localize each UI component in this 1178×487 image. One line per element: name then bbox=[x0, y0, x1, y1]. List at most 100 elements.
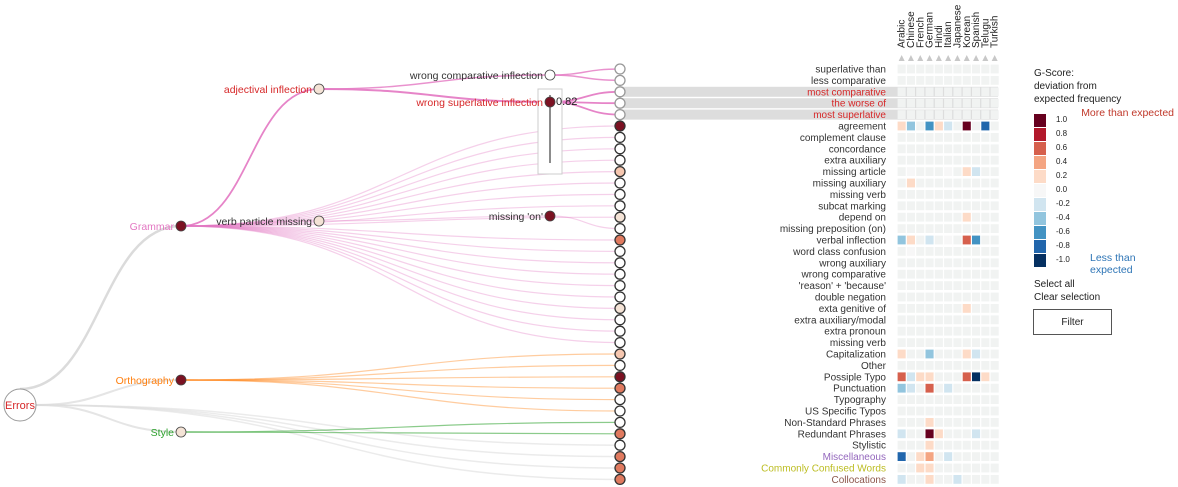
heatmap-cell[interactable] bbox=[953, 406, 962, 416]
heatmap-cell[interactable] bbox=[944, 292, 953, 302]
language-header[interactable]: Hindi bbox=[934, 25, 945, 48]
adjectival-inflection-node[interactable] bbox=[313, 83, 325, 95]
heatmap-cell[interactable] bbox=[972, 224, 981, 233]
row-label[interactable]: extra auxiliary bbox=[824, 156, 886, 167]
heatmap-cell[interactable] bbox=[906, 258, 915, 268]
heatmap-cell[interactable] bbox=[925, 201, 934, 211]
heatmap-cell[interactable] bbox=[925, 304, 934, 313]
leaf-node[interactable] bbox=[614, 428, 626, 440]
heatmap-cell[interactable] bbox=[981, 418, 990, 427]
heatmap-cell[interactable] bbox=[981, 315, 990, 325]
sort-triangle-icon[interactable] bbox=[917, 55, 924, 61]
heatmap-cell[interactable] bbox=[962, 338, 971, 347]
heatmap-cell[interactable] bbox=[934, 224, 943, 233]
heatmap-cell[interactable] bbox=[981, 395, 990, 404]
heatmap-cell[interactable] bbox=[916, 418, 925, 427]
heatmap-cell[interactable] bbox=[897, 383, 906, 393]
heatmap-cell[interactable] bbox=[906, 212, 915, 222]
heatmap-cell[interactable] bbox=[953, 361, 962, 370]
heatmap-cell[interactable] bbox=[925, 406, 934, 416]
heatmap-cell[interactable] bbox=[897, 429, 906, 439]
heatmap-cell[interactable] bbox=[981, 201, 990, 211]
heatmap-cell[interactable] bbox=[916, 429, 925, 439]
heatmap-cell[interactable] bbox=[897, 463, 906, 473]
heatmap-cell[interactable] bbox=[953, 121, 962, 131]
language-header[interactable]: Japanese bbox=[952, 4, 963, 48]
heatmap-cell[interactable] bbox=[953, 349, 962, 359]
leaf-node[interactable] bbox=[614, 188, 626, 201]
heatmap-cell[interactable] bbox=[981, 326, 990, 336]
heatmap-cell[interactable] bbox=[962, 326, 971, 336]
heatmap-cell[interactable] bbox=[925, 349, 934, 359]
heatmap-cell[interactable] bbox=[972, 361, 981, 370]
heatmap-cell[interactable] bbox=[934, 247, 943, 256]
heatmap-cell[interactable] bbox=[934, 98, 943, 108]
heatmap-cell[interactable] bbox=[953, 201, 962, 211]
heatmap-cell[interactable] bbox=[925, 383, 934, 393]
heatmap-cell[interactable] bbox=[962, 452, 971, 461]
heatmap-cell[interactable] bbox=[981, 292, 990, 302]
heatmap-cell[interactable] bbox=[990, 212, 999, 222]
heatmap-cell[interactable] bbox=[944, 201, 953, 211]
language-header[interactable]: Turkish bbox=[990, 16, 1001, 48]
leaf-node[interactable] bbox=[614, 291, 626, 303]
row-label[interactable]: Redundant Phrases bbox=[798, 429, 886, 440]
heatmap-cell[interactable] bbox=[953, 144, 962, 154]
heatmap-cell[interactable] bbox=[972, 87, 981, 97]
heatmap-cell[interactable] bbox=[962, 440, 971, 450]
heatmap-cell[interactable] bbox=[944, 258, 953, 268]
heatmap-cell[interactable] bbox=[972, 440, 981, 450]
heatmap-cell[interactable] bbox=[897, 144, 906, 154]
heatmap-cell[interactable] bbox=[953, 167, 962, 176]
leaf-node[interactable] bbox=[614, 268, 626, 280]
heatmap-cell[interactable] bbox=[925, 315, 934, 325]
heatmap-cell[interactable] bbox=[953, 338, 962, 347]
heatmap-cell[interactable] bbox=[953, 258, 962, 268]
heatmap-cell[interactable] bbox=[944, 475, 953, 484]
heatmap-cell[interactable] bbox=[944, 110, 953, 119]
heatmap-cell[interactable] bbox=[906, 224, 915, 233]
heatmap-cell[interactable] bbox=[934, 418, 943, 427]
heatmap-cell[interactable] bbox=[990, 292, 999, 302]
row-label[interactable]: Typography bbox=[834, 395, 886, 406]
leaf-node[interactable] bbox=[614, 120, 626, 132]
heatmap-cell[interactable] bbox=[934, 292, 943, 302]
heatmap-cell[interactable] bbox=[944, 349, 953, 359]
heatmap-cell[interactable] bbox=[897, 361, 906, 370]
heatmap-cell[interactable] bbox=[934, 304, 943, 313]
leaf-node[interactable] bbox=[614, 108, 626, 121]
heatmap-cell[interactable] bbox=[981, 372, 990, 382]
heatmap-cell[interactable] bbox=[953, 281, 962, 290]
heatmap-cell[interactable] bbox=[906, 121, 915, 131]
row-label[interactable]: missing verb bbox=[830, 190, 887, 201]
row-label[interactable]: subcat marking bbox=[818, 201, 886, 212]
heatmap-cell[interactable] bbox=[962, 406, 971, 416]
heatmap-cell[interactable] bbox=[906, 406, 915, 416]
language-header[interactable]: Chinese bbox=[906, 11, 917, 48]
heatmap-cell[interactable] bbox=[916, 406, 925, 416]
heatmap-cell[interactable] bbox=[916, 121, 925, 131]
heatmap-cell[interactable] bbox=[934, 338, 943, 347]
heatmap-cell[interactable] bbox=[981, 212, 990, 222]
heatmap-cell[interactable] bbox=[906, 133, 915, 142]
heatmap-cell[interactable] bbox=[981, 452, 990, 461]
heatmap-cell[interactable] bbox=[897, 64, 906, 74]
heatmap-cell[interactable] bbox=[897, 155, 906, 165]
row-label[interactable]: exta genitive of bbox=[819, 304, 886, 315]
heatmap-cell[interactable] bbox=[953, 87, 962, 97]
heatmap-cell[interactable] bbox=[906, 292, 915, 302]
heatmap-cell[interactable] bbox=[953, 269, 962, 279]
heatmap-cell[interactable] bbox=[925, 281, 934, 290]
heatmap-cell[interactable] bbox=[906, 395, 915, 404]
heatmap-cell[interactable] bbox=[934, 178, 943, 188]
heatmap-cell[interactable] bbox=[953, 418, 962, 427]
heatmap-cell[interactable] bbox=[972, 178, 981, 188]
heatmap-cell[interactable] bbox=[944, 315, 953, 325]
heatmap-cell[interactable] bbox=[934, 452, 943, 461]
heatmap-cell[interactable] bbox=[962, 361, 971, 370]
heatmap-cell[interactable] bbox=[972, 247, 981, 256]
heatmap-cell[interactable] bbox=[916, 98, 925, 108]
heatmap-cell[interactable] bbox=[897, 372, 906, 382]
heatmap-cell[interactable] bbox=[962, 383, 971, 393]
heatmap-cell[interactable] bbox=[916, 201, 925, 211]
